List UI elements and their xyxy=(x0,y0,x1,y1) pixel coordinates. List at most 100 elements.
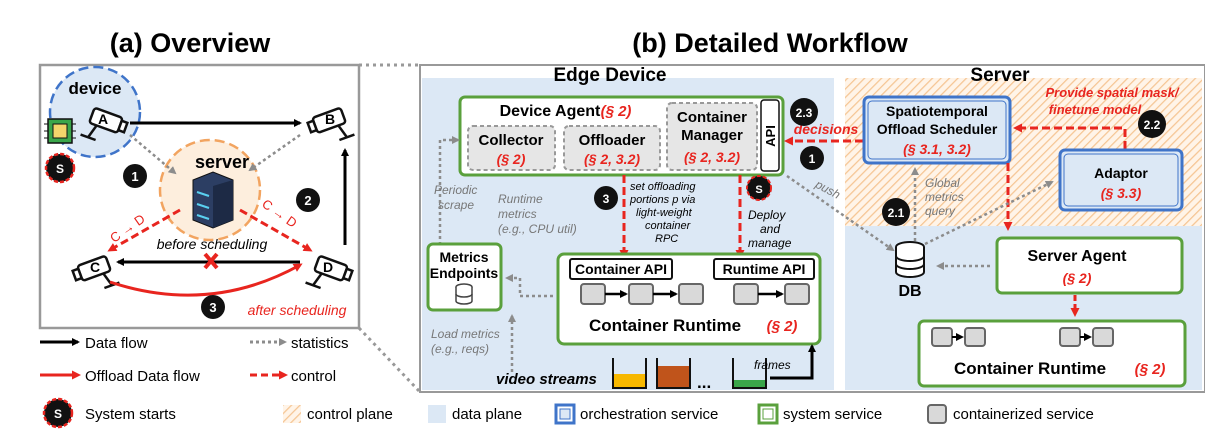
legend-system-start-badge: S xyxy=(42,397,74,429)
edge-container-4 xyxy=(733,283,759,305)
svg-text:2.1: 2.1 xyxy=(888,206,905,220)
chip-icon xyxy=(44,118,76,144)
container-api-label: Container API xyxy=(575,261,667,277)
stats-b-server xyxy=(248,133,301,172)
server-rack-icon xyxy=(192,171,234,229)
legend-statistics: statistics xyxy=(291,335,349,352)
load-metrics-1: Load metrics xyxy=(431,327,500,341)
step-2-1-badge: 2.1 xyxy=(882,198,910,226)
ellipsis-label: ... xyxy=(697,373,711,392)
video-buffer-orange xyxy=(656,358,691,389)
decisions-label: decisions xyxy=(794,121,859,137)
legend-data-plane: data plane xyxy=(452,406,522,423)
camera-d-label: D xyxy=(323,259,333,275)
svg-text:1: 1 xyxy=(131,169,138,184)
offload-note-4: container xyxy=(645,220,692,232)
mask-arrow xyxy=(1013,123,1127,149)
server-agent-ref: (§ 2) xyxy=(1063,270,1092,286)
periodic-label-1: Periodic xyxy=(434,183,477,197)
offload-flow-after xyxy=(109,263,303,297)
svg-text:3: 3 xyxy=(209,300,216,315)
scheduler-label-2: Offload Scheduler xyxy=(877,121,998,137)
svg-text:2: 2 xyxy=(304,193,311,208)
runtime-api-label: Runtime API xyxy=(723,261,806,277)
step-1-badge: 1 xyxy=(123,164,147,188)
camera-a-label: A xyxy=(98,111,108,127)
legend-system-service: system service xyxy=(783,406,882,423)
zoom-connector-bottom xyxy=(357,326,422,394)
server-container-3 xyxy=(1059,327,1081,347)
global-metrics-1: Global xyxy=(925,176,960,190)
metrics-endpoints-label-2: Endpoints xyxy=(430,265,499,281)
legend-data-flow: Data flow xyxy=(85,335,148,352)
collector-box xyxy=(467,125,556,171)
offload-note-3: light-weight xyxy=(636,207,693,219)
legend-orchestration: orchestration service xyxy=(580,406,718,423)
database-icon xyxy=(895,241,925,278)
camera-c-label: C xyxy=(90,259,100,275)
offloader-ref: (§ 2, 3.2) xyxy=(584,151,640,167)
offload-note-1: set offloading xyxy=(630,181,696,193)
container-manager-box xyxy=(666,102,758,171)
adaptor-ref: (§ 3.3) xyxy=(1101,185,1142,201)
container-manager-label-2: Manager xyxy=(681,127,743,144)
edge-container-1 xyxy=(580,283,606,305)
step-1-badge-workflow: 1 xyxy=(800,146,824,170)
legend-containerized: containerized service xyxy=(953,406,1094,423)
legend-offload: Offload Data flow xyxy=(85,368,200,385)
edge-runtime-ref: (§ 2) xyxy=(767,318,798,335)
deploy-label-3: manage xyxy=(748,236,792,250)
metrics-endpoints-box xyxy=(426,242,503,312)
edge-container-3 xyxy=(678,283,704,305)
scheduler-box xyxy=(862,95,1012,165)
server-agent-label: Server Agent xyxy=(1028,248,1128,265)
overview-title: (a) Overview xyxy=(110,28,272,58)
svg-text:S: S xyxy=(54,407,62,421)
edge-container-2 xyxy=(628,283,654,305)
step-2-2-badge: 2.2 xyxy=(1138,110,1166,138)
server-title: Server xyxy=(970,65,1030,86)
server-runtime-ref: (§ 2) xyxy=(1135,361,1166,378)
mask-label-1: Provide spatial mask/ xyxy=(1046,85,1180,100)
metrics-endpoints-label-1: Metrics xyxy=(439,249,488,265)
after-scheduling-label: after scheduling xyxy=(248,302,347,318)
periodic-label-2: scrape xyxy=(438,198,474,212)
scheduler-label-1: Spatiotemporal xyxy=(886,103,988,119)
device-agent-label: Device Agent xyxy=(500,103,601,120)
svg-text:1: 1 xyxy=(809,152,816,166)
runtime-metrics-3: (e.g., CPU util) xyxy=(498,222,577,236)
collector-label: Collector xyxy=(478,132,543,149)
step-3-badge: 3 xyxy=(201,295,225,319)
server-runtime-label: Container Runtime xyxy=(954,359,1106,378)
adaptor-box xyxy=(1058,148,1184,212)
deploy-label-1: Deploy xyxy=(748,208,786,222)
step-2-3-badge: 2.3 xyxy=(790,98,818,126)
container-api-box xyxy=(569,258,673,280)
system-start-badge-workflow: S xyxy=(746,175,772,201)
collector-ref: (§ 2) xyxy=(497,151,526,167)
mask-label-2: finetune model xyxy=(1049,102,1142,117)
video-buffer-green xyxy=(732,358,767,389)
stats-a-server xyxy=(129,134,177,175)
svg-text:2.3: 2.3 xyxy=(796,106,813,120)
svg-text:3: 3 xyxy=(603,192,610,206)
svg-text:S: S xyxy=(56,162,64,176)
metrics-db-icon xyxy=(455,283,473,305)
server-agent-box xyxy=(995,236,1184,295)
camera-b-label: B xyxy=(325,111,335,127)
offloader-box xyxy=(563,125,661,171)
container-manager-ref: (§ 2, 3.2) xyxy=(684,149,740,165)
deploy-label-2: and xyxy=(760,222,780,236)
db-label: DB xyxy=(898,283,921,300)
control-server-c xyxy=(107,208,181,252)
device-agent-ref: (§ 2) xyxy=(601,103,632,120)
runtime-api-box xyxy=(713,258,815,280)
legend-control-plane: control plane xyxy=(307,406,393,423)
svg-text:S: S xyxy=(755,184,762,196)
edge-runtime-label: Container Runtime xyxy=(589,316,741,335)
legend-containerized-swatch xyxy=(927,404,947,424)
frames-label: frames xyxy=(754,358,791,372)
offloader-label: Offloader xyxy=(579,132,646,149)
edge-device-title: Edge Device xyxy=(554,65,667,86)
